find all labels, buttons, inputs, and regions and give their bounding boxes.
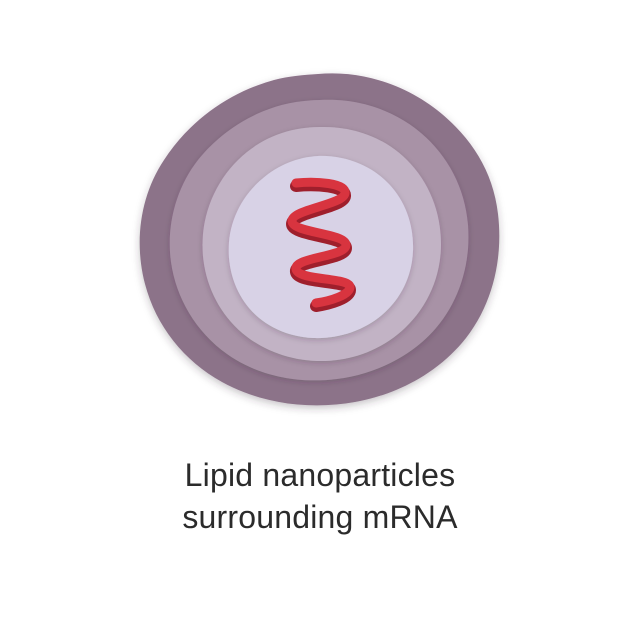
mrna-helix-icon [286, 177, 356, 312]
caption-line-2: surrounding mRNA [182, 499, 458, 535]
nanoparticle-core [228, 155, 414, 339]
figure-caption: Lipid nanoparticles surrounding mRNA [0, 454, 640, 538]
lipid-nanoparticle-illustration [139, 73, 500, 406]
caption-line-1: Lipid nanoparticles [184, 457, 456, 493]
